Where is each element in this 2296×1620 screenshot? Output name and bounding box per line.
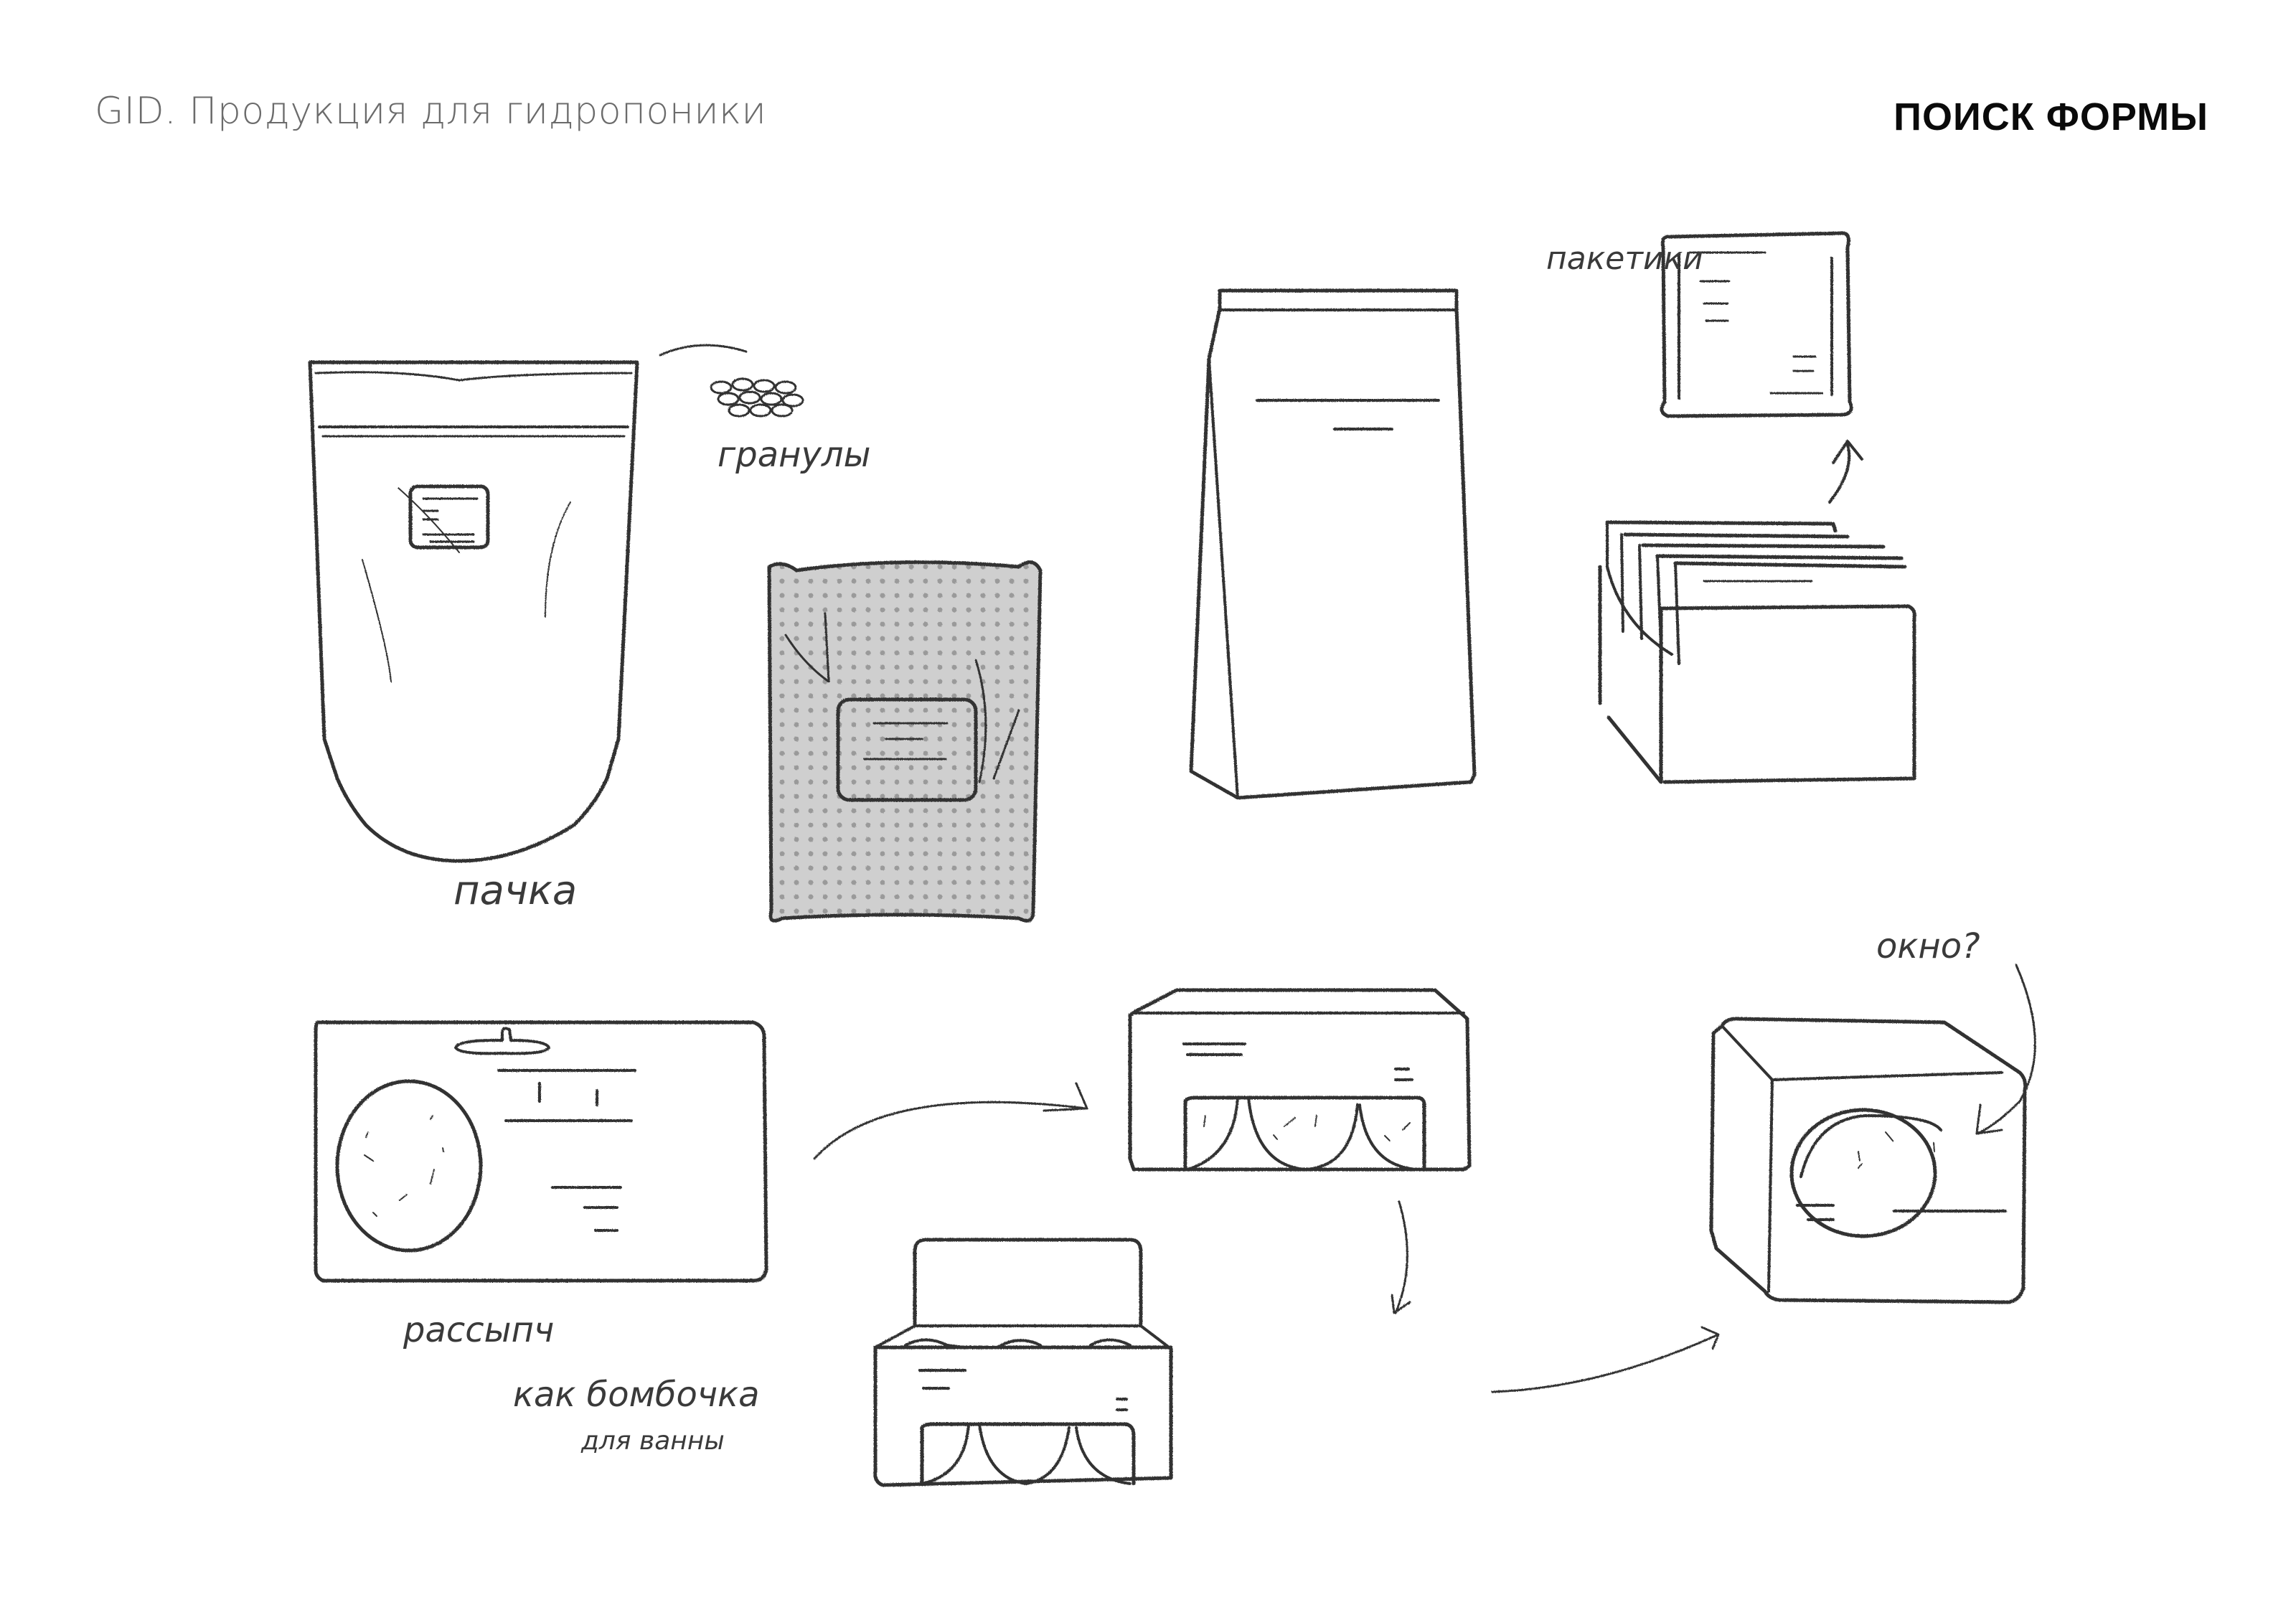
block-bottom-bag-sketch bbox=[1189, 288, 1477, 800]
bag-label bbox=[836, 697, 978, 802]
arrow-to-open-box bbox=[1391, 1200, 1411, 1314]
open-flap-box-sketch bbox=[873, 1238, 1173, 1487]
dotted-pillow-bag-sketch bbox=[767, 560, 1043, 923]
arrow-to-window-box bbox=[813, 1082, 1088, 1160]
arrow-to-window bbox=[1975, 964, 2036, 1135]
arrow-to-sachet bbox=[1828, 440, 1863, 504]
label-bath-bomb-line1: как бомбочка bbox=[513, 1375, 760, 1415]
label-loose: рассыпч bbox=[403, 1310, 554, 1350]
label-window: окно? bbox=[1876, 926, 1980, 966]
hanging-card-sketch bbox=[314, 1020, 768, 1283]
puck-circle bbox=[335, 1079, 483, 1253]
label-pack: пачка bbox=[453, 867, 577, 914]
stand-up-pouch-sketch bbox=[308, 360, 639, 863]
window-box-sketch bbox=[1128, 988, 1472, 1172]
label-sachets: пакетики bbox=[1546, 240, 1703, 277]
cube-with-window-sketch bbox=[1709, 1017, 2028, 1304]
label-granules: гранулы bbox=[718, 435, 870, 475]
pouch-label bbox=[408, 484, 490, 550]
project-title: GID. Продукция для гидропоники bbox=[95, 90, 767, 133]
round-window bbox=[1789, 1108, 1937, 1238]
section-title: ПОИСК ФОРМЫ bbox=[1893, 95, 2208, 138]
label-bath-bomb-line2: для ванны bbox=[580, 1426, 725, 1456]
arrow-to-cube bbox=[1491, 1326, 1720, 1393]
sachet-sketch bbox=[1660, 231, 1853, 418]
granules-icon bbox=[659, 344, 804, 418]
box-with-sachets-sketch bbox=[1598, 520, 1916, 784]
